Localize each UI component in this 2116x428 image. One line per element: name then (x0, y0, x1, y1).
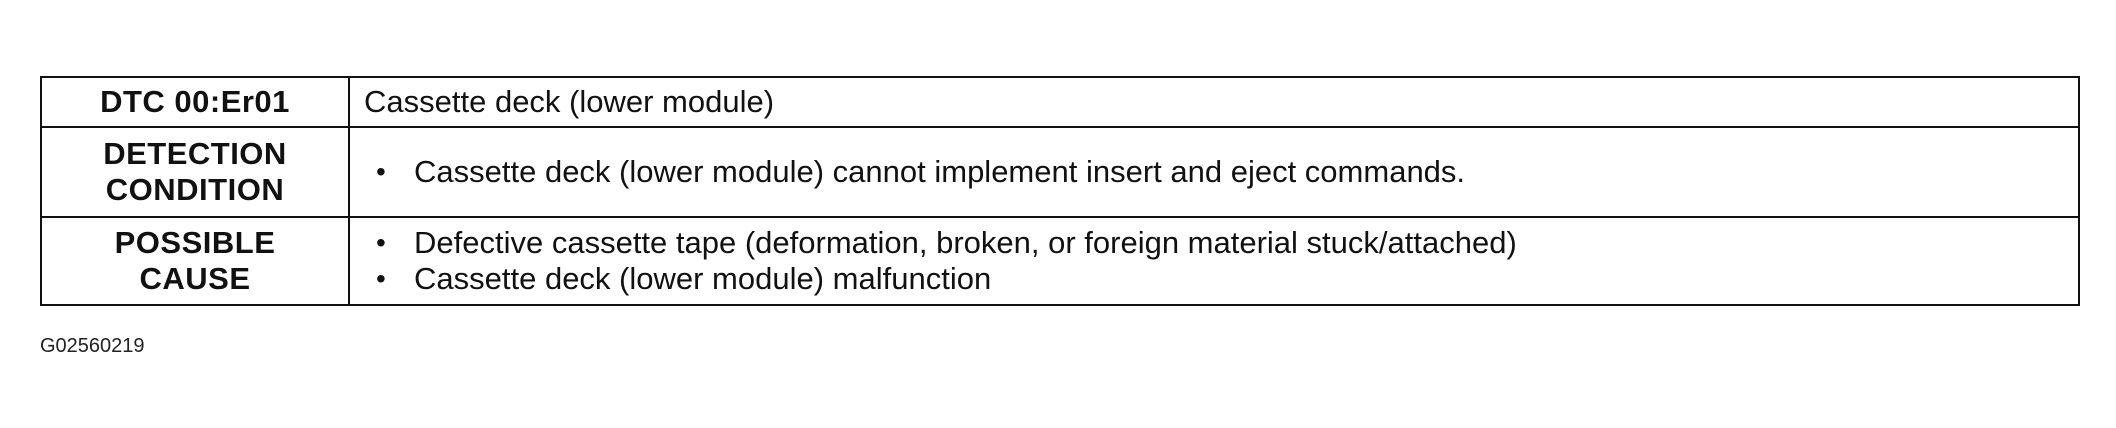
cause-label-line-2: CAUSE (139, 261, 251, 296)
dtc-label: DTC 00:Er01 (40, 76, 350, 128)
bullet-icon: • (376, 263, 386, 294)
detection-label-line-1: DETECTION (103, 136, 287, 171)
possible-cause-list: • Defective cassette tape (deformation, … (364, 225, 2078, 297)
figure-id: G02560219 (40, 335, 145, 357)
detection-label-line-2: CONDITION (105, 172, 285, 207)
possible-cause-text-2: Cassette deck (lower module) malfunction (414, 261, 992, 296)
possible-cause-text-1: Defective cassette tape (deformation, br… (414, 225, 1517, 260)
bullet-icon: • (376, 227, 386, 258)
detection-condition-row: DETECTION CONDITION • Cassette deck (low… (40, 126, 2080, 218)
detection-condition-label: DETECTION CONDITION (40, 126, 350, 218)
detection-condition-text: Cassette deck (lower module) cannot impl… (414, 154, 1466, 189)
cause-label-line-1: POSSIBLE (114, 225, 276, 260)
detection-condition-list: • Cassette deck (lower module) cannot im… (364, 154, 2078, 190)
dtc-value: Cassette deck (lower module) (348, 76, 2080, 128)
list-item: • Cassette deck (lower module) malfuncti… (376, 261, 2078, 297)
dtc-row: DTC 00:Er01 Cassette deck (lower module) (40, 76, 2080, 128)
dtc-diagnostic-table: DTC 00:Er01 Cassette deck (lower module)… (40, 76, 2080, 306)
detection-condition-content: • Cassette deck (lower module) cannot im… (348, 126, 2080, 218)
possible-cause-row: POSSIBLE CAUSE • Defective cassette tape… (40, 216, 2080, 306)
possible-cause-content: • Defective cassette tape (deformation, … (348, 216, 2080, 306)
list-item: • Cassette deck (lower module) cannot im… (376, 154, 2078, 190)
possible-cause-label: POSSIBLE CAUSE (40, 216, 350, 306)
list-item: • Defective cassette tape (deformation, … (376, 225, 2078, 261)
bullet-icon: • (376, 156, 386, 187)
